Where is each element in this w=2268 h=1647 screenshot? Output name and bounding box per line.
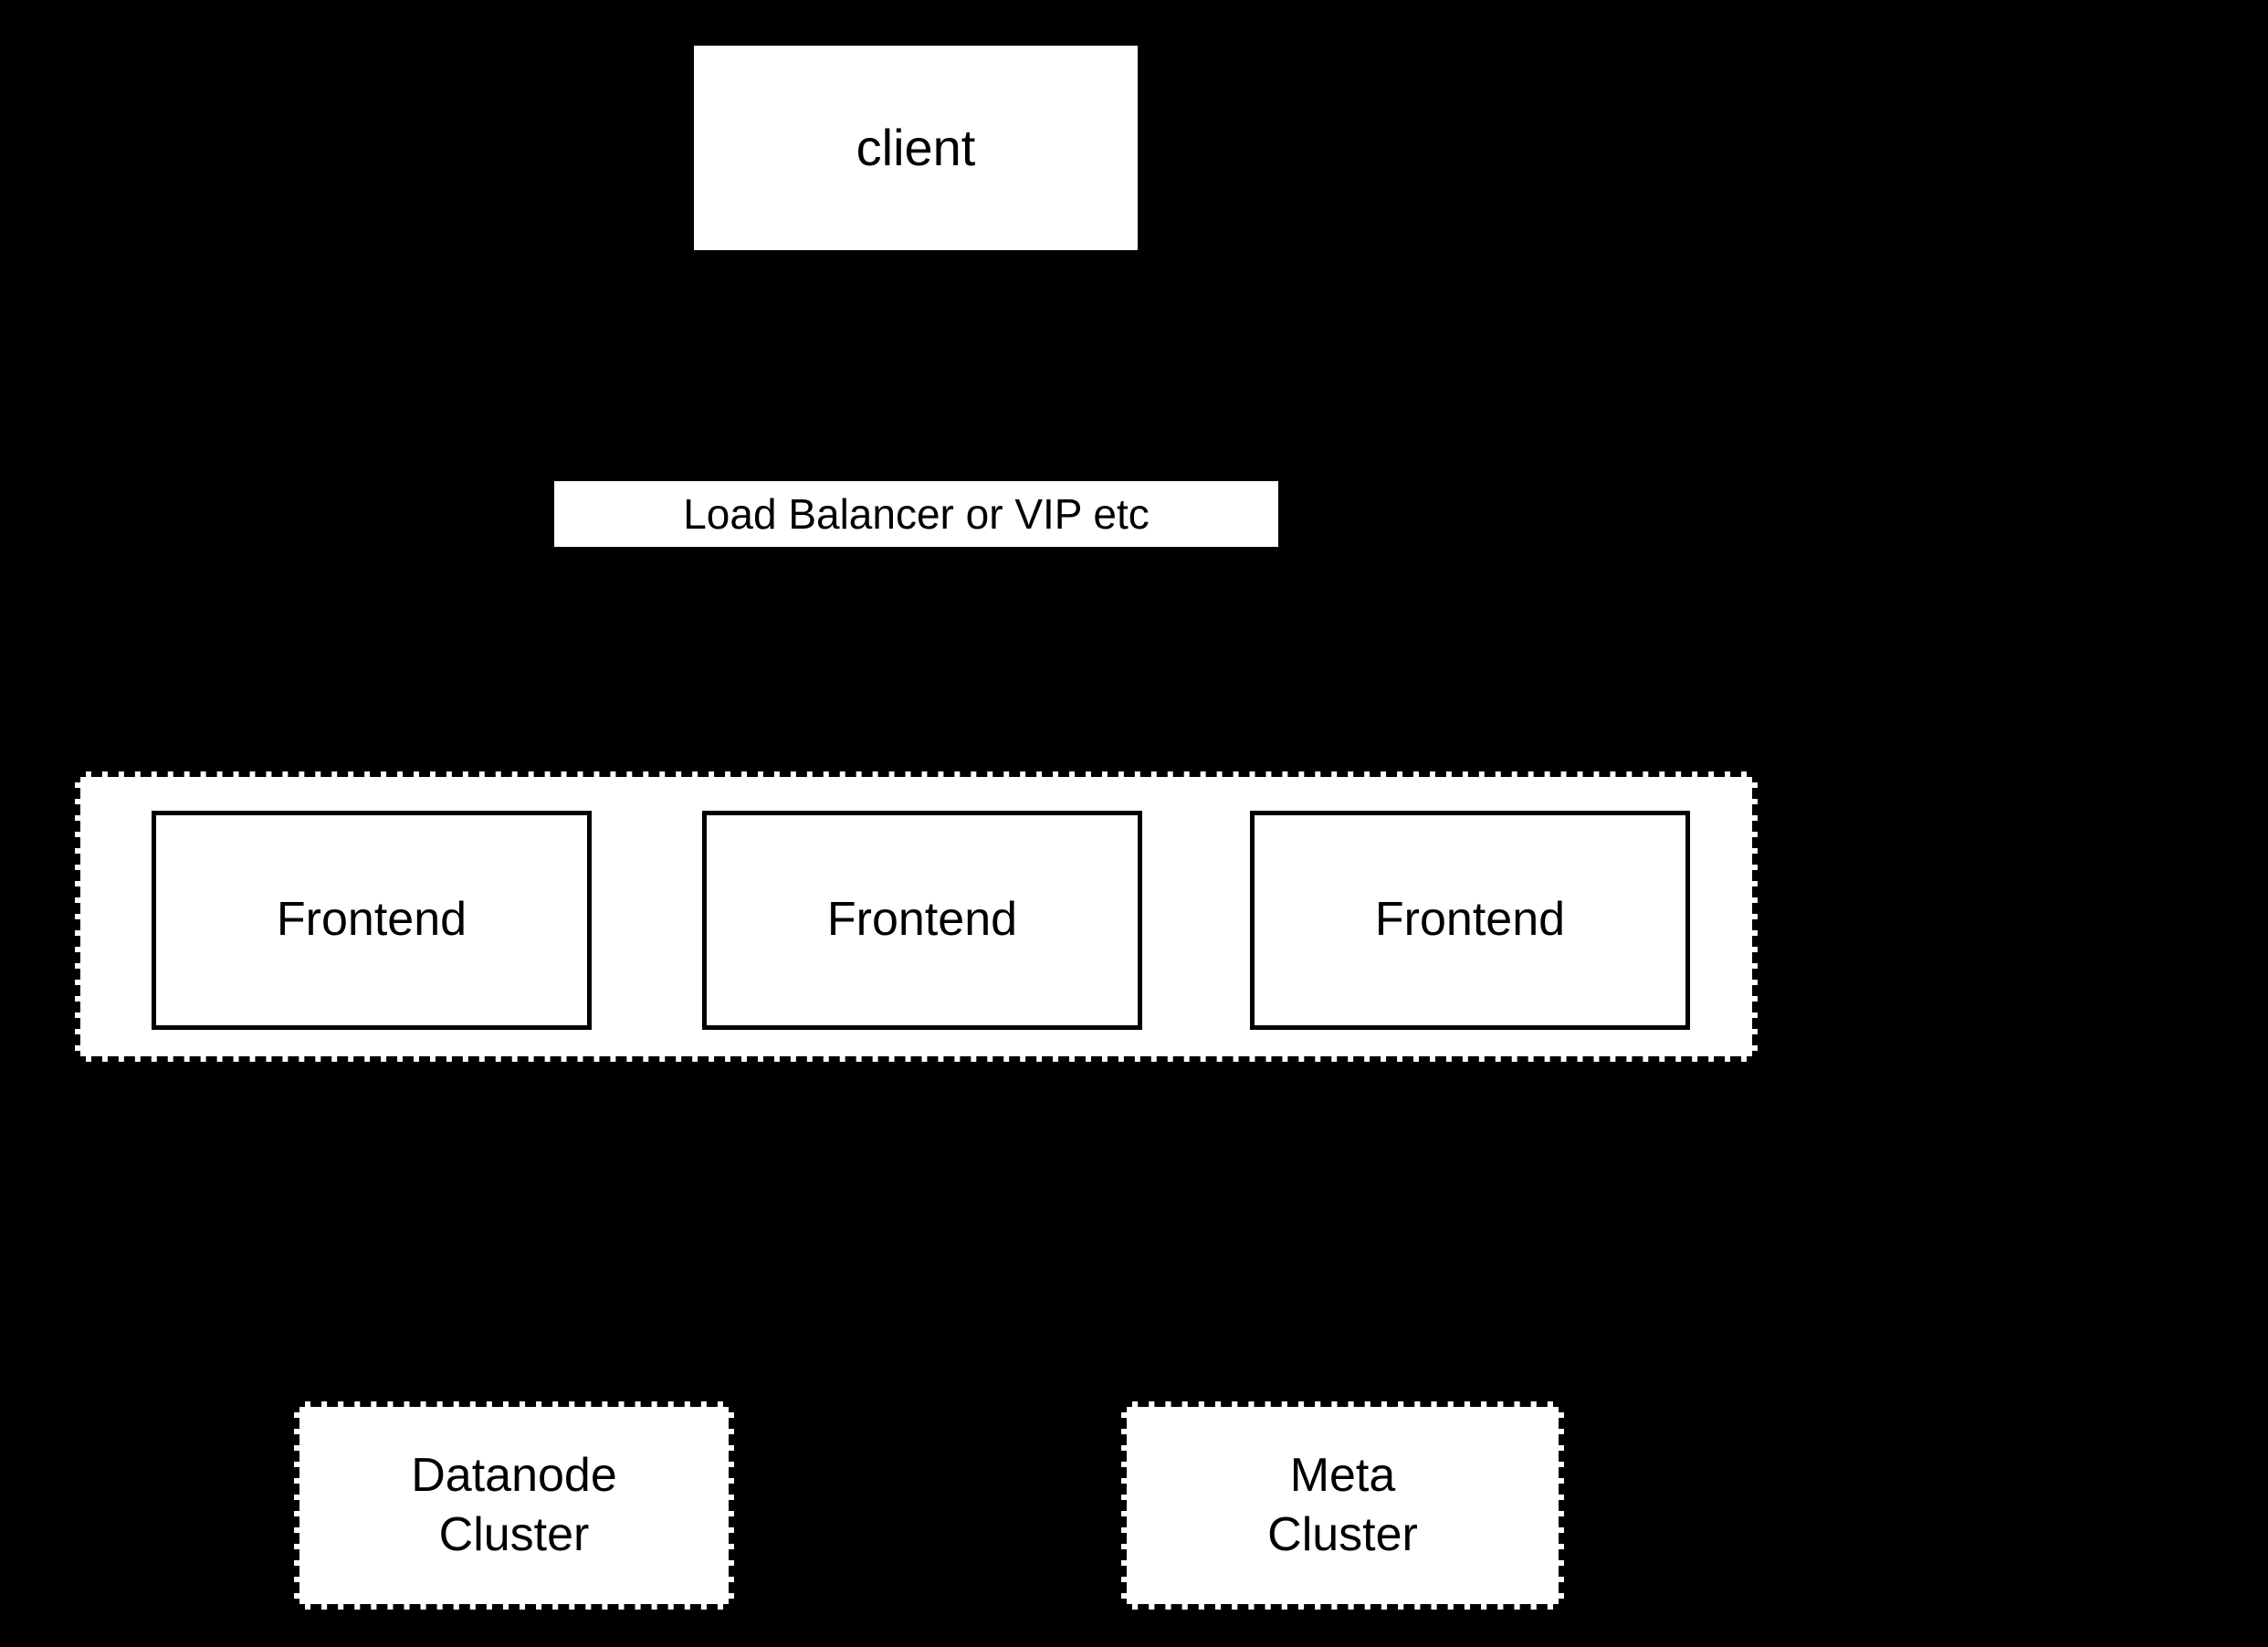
- edge-client-to-load-balancer: [913, 250, 918, 481]
- node-frontend-2[interactable]: Frontend: [702, 811, 1142, 1030]
- node-datanode-cluster[interactable]: Datanode Cluster: [294, 1401, 734, 1610]
- edge-frontend-group-to-meta-cluster: [1340, 1062, 1345, 1401]
- node-meta-cluster[interactable]: Meta Cluster: [1121, 1401, 1564, 1610]
- frontend-group-container[interactable]: Frontend Frontend Frontend: [75, 771, 1758, 1062]
- node-frontend-3[interactable]: Frontend: [1250, 811, 1690, 1030]
- node-frontend-1[interactable]: Frontend: [152, 811, 592, 1030]
- node-load-balancer[interactable]: Load Balancer or VIP etc: [554, 481, 1278, 547]
- edge-frontend-group-to-datanode-cluster: [511, 1062, 516, 1401]
- node-client[interactable]: client: [694, 46, 1138, 250]
- edge-load-balancer-to-frontend-group: [913, 547, 918, 771]
